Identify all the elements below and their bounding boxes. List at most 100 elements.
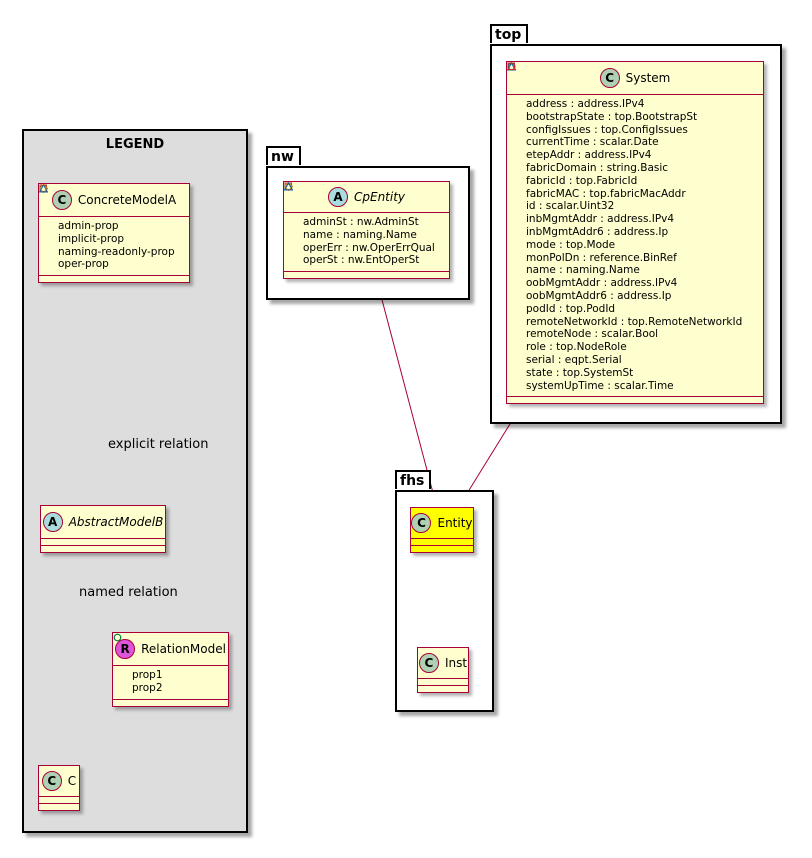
attribute-row: fabricId : top.FabricId <box>507 62 759 188</box>
attribute-row: remoteNode : scalar.Bool <box>507 62 759 341</box>
class-name: C <box>67 774 77 788</box>
method-compartment <box>39 803 79 810</box>
class-badge-icon: C <box>418 653 439 673</box>
attribute-text: role : top.NodeRole <box>526 341 627 354</box>
class-badge-icon: C <box>41 771 62 791</box>
attribute-text: bootstrapState : top.BootstrapSt <box>526 110 698 123</box>
attribute-text: etepAddr : address.IPv4 <box>526 149 652 162</box>
method-compartment <box>113 698 228 706</box>
attribute-row: etepAddr : address.IPv4 <box>507 62 759 162</box>
attribute-text: inbMgmtAddr : address.IPv4 <box>526 213 675 226</box>
attribute-row: admin-prop <box>39 184 185 233</box>
attribute-text: admin-prop <box>58 220 119 232</box>
attribute-row: bootstrapState : top.BootstrapSt <box>507 62 759 124</box>
attribute-row: naming-readonly-prop <box>39 184 185 259</box>
attribute-row: configIssues : top.ConfigIssues <box>507 62 759 137</box>
attribute-row: prop1 <box>113 633 224 682</box>
attribute-text: remoteNode : scalar.Bool <box>526 328 659 341</box>
class-badge-icon: C <box>411 513 432 533</box>
attribute-row: fabricMAC : top.fabricMacAddr <box>507 62 759 201</box>
method-compartment <box>418 685 468 692</box>
class-inst[interactable]: C Inst <box>417 647 469 693</box>
class-name: RelationModel <box>141 642 226 656</box>
attribute-text: state : top.SystemSt <box>526 366 634 379</box>
attribute-text: prop2 <box>132 681 163 694</box>
attribute-row: currentTime : scalar.Date <box>507 62 759 149</box>
attribute-compartment <box>411 538 473 545</box>
attribute-text: name : naming.Name <box>526 264 640 277</box>
class-name: CpEntity <box>353 190 406 204</box>
attribute-row: systemUpTime : scalar.Time <box>507 62 759 393</box>
attribute-row: adminSt : nw.AdminSt <box>284 182 445 229</box>
attribute-row: implicit-prop <box>39 184 185 246</box>
package-tab-top: top <box>490 24 529 43</box>
class-abstractmodelb[interactable]: A AbstractModelB <box>40 505 166 553</box>
attribute-text: inbMgmtAddr6 : address.Ip <box>526 225 669 238</box>
attribute-text: id : scalar.Uint32 <box>526 200 615 213</box>
attribute-text: operSt : nw.EntOperSt <box>303 254 420 267</box>
attribute-row: monPolDn : reference.BinRef <box>507 62 759 265</box>
attribute-text: oper-prop <box>58 258 109 271</box>
attribute-text: implicit-prop <box>58 232 125 245</box>
attribute-text: fabricMAC : top.fabricMacAddr <box>526 187 686 200</box>
attribute-text: remoteNetworkId : top.RemoteNetworkId <box>526 315 743 328</box>
abstract-badge-icon: A <box>327 187 348 207</box>
attribute-row: mode : top.Mode <box>507 62 759 252</box>
attribute-compartment <box>418 678 468 685</box>
attribute-row: prop2 <box>113 633 224 695</box>
class-name: AbstractModelB <box>68 515 164 529</box>
method-compartment <box>41 545 165 552</box>
class-name: System <box>625 71 671 85</box>
attribute-row: serial : eqpt.Serial <box>507 62 759 367</box>
method-compartment <box>39 275 189 282</box>
attribute-row: oper-prop <box>39 184 185 271</box>
attribute-text: oobMgmtAddr : address.IPv4 <box>526 277 678 290</box>
package-tab-nw: nw <box>266 146 301 165</box>
attribute-text: monPolDn : reference.BinRef <box>526 251 677 264</box>
attribute-row: state : top.SystemSt <box>507 62 759 380</box>
class-badge-icon: C <box>51 190 72 210</box>
class-entity[interactable]: C Entity <box>410 507 474 553</box>
legend-title: LEGEND <box>105 137 165 152</box>
attribute-text: podId : top.PodId <box>526 302 616 315</box>
attribute-text: fabricDomain : string.Basic <box>526 161 669 174</box>
attribute-row: id : scalar.Uint32 <box>507 62 759 213</box>
class-name: ConcreteModelA <box>77 193 177 207</box>
class-c[interactable]: C C <box>38 765 80 811</box>
attribute-row: operErr : nw.OperErrQual <box>284 182 445 255</box>
attribute-text: serial : eqpt.Serial <box>526 353 622 366</box>
attribute-text: adminSt : nw.AdminSt <box>303 216 419 228</box>
attribute-text: oobMgmtAddr6 : address.Ip <box>526 289 672 302</box>
attribute-row: inbMgmtAddr : address.IPv4 <box>507 62 759 226</box>
attribute-text: address : address.IPv4 <box>526 98 645 110</box>
attribute-compartment <box>39 796 79 803</box>
attribute-text: prop1 <box>132 669 163 681</box>
attribute-row: fabricDomain : string.Basic <box>507 62 759 175</box>
attribute-text: mode : top.Mode <box>526 238 616 251</box>
relation-badge-icon: R <box>115 639 136 659</box>
attribute-text: operErr : nw.OperErrQual <box>303 241 435 254</box>
attribute-row: podId : top.PodId <box>507 62 759 316</box>
attribute-text: systemUpTime : scalar.Time <box>526 379 674 392</box>
attribute-row: oobMgmtAddr : address.IPv4 <box>507 62 759 290</box>
attribute-text: fabricId : top.FabricId <box>526 174 638 187</box>
method-compartment <box>507 396 763 403</box>
attribute-row: inbMgmtAddr6 : address.Ip <box>507 62 759 239</box>
attribute-row: role : top.NodeRole <box>507 62 759 354</box>
attribute-row: name : naming.Name <box>284 182 445 242</box>
explicit-relation-label: explicit relation <box>108 437 209 452</box>
class-name: Entity <box>437 516 473 530</box>
package-tab-fhs: fhs <box>395 470 432 489</box>
abstract-badge-icon: A <box>42 512 63 532</box>
attribute-row: operSt : nw.EntOperSt <box>284 182 445 267</box>
attribute-text: currentTime : scalar.Date <box>526 136 659 149</box>
named-relation-label: named relation <box>79 585 178 600</box>
attribute-text: naming-readonly-prop <box>58 245 175 258</box>
